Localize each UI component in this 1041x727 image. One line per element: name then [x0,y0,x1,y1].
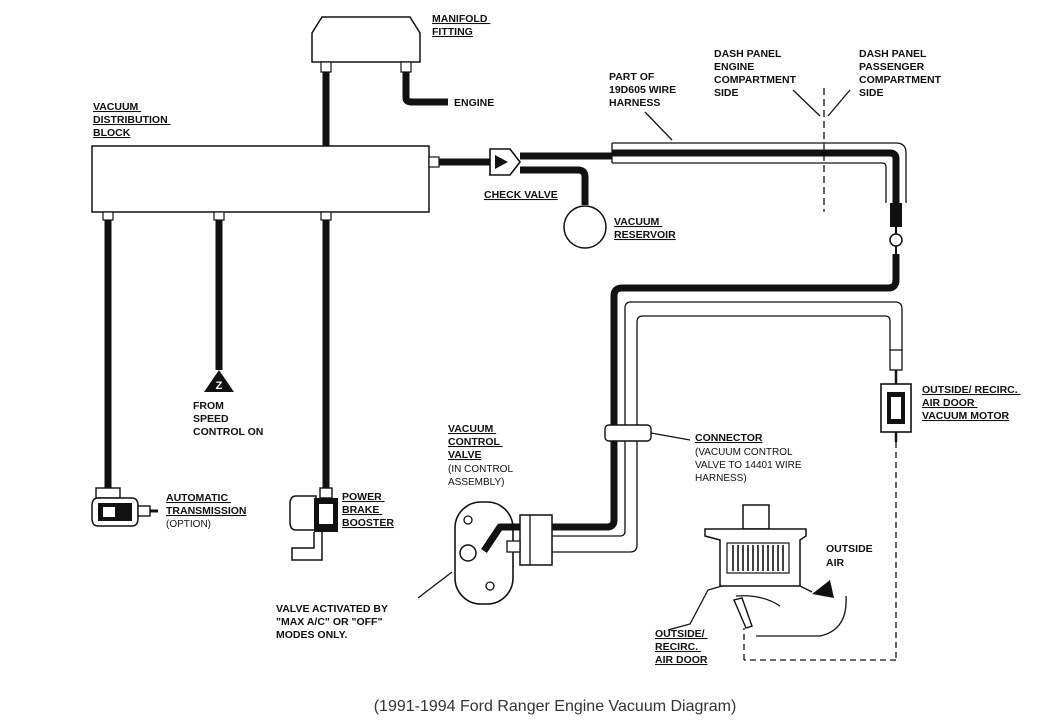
from-speed-control-label: FROM SPEED CONTROL ON [193,400,263,438]
supply-hose [552,254,900,531]
diagram-caption: (1991-1994 Ford Ranger Engine Vacuum Dia… [374,698,737,715]
connector-label: CONNECTOR [695,432,763,444]
harness-connector [604,424,652,442]
air-door-vacuum-motor [743,383,912,661]
engine-label: ENGINE [454,97,494,109]
reservoir-hose [520,166,589,205]
z-marker-text: Z [216,380,223,392]
blower-housing [667,504,847,637]
dash-panel-passenger-label: DASH PANEL PASSENGER COMPARTMENT SIDE [859,48,944,99]
motor-harness [552,301,903,553]
air-door-vacuum-motor-label: OUTSIDE/ RECIRC. AIR DOOR VACUUM MOTOR [922,384,1021,422]
valve-activated-note: VALVE ACTIVATED BY "MAX A/C" OR "OFF" MO… [276,603,391,641]
power-brake-booster-label: POWER BRAKE BOOSTER [342,491,394,529]
part-of-harness-label: PART OF 19D605 WIRE HARNESS [609,71,679,109]
check-valve [428,148,612,176]
power-brake-booster [289,487,338,561]
z-marker: Z [204,370,234,392]
vacuum-reservoir-label: VACUUM RESERVOIR [614,216,676,241]
vacuum-control-valve [454,501,553,605]
manifold-fitting-label: MANIFOLD FITTING [432,13,490,38]
outside-recirc-door-label: OUTSIDE/ RECIRC. AIR DOOR [655,628,708,666]
connector-note: (VACUUM CONTROL VALVE TO 14401 WIRE HARN… [695,447,804,484]
dash-panel-engine-label: DASH PANEL ENGINE COMPARTMENT SIDE [714,48,799,99]
outside-air-label: OUTSIDE AIR [826,543,876,569]
manifold-fitting [311,16,448,146]
wire-harness-section [611,142,907,226]
vacuum-control-valve-label: VACUUM CONTROL VALVE [448,423,503,461]
vacuum-reservoir [563,205,607,249]
vacuum-control-valve-note: (IN CONTROL ASSEMBLY) [448,464,515,488]
check-valve-label: CHECK VALVE [484,189,558,201]
automatic-transmission-note: (OPTION) [166,519,211,530]
vacuum-distribution-block-label: VACUUM DISTRIBUTION BLOCK [93,101,171,139]
automatic-transmission-modulator [91,487,158,527]
vacuum-distribution-block [91,145,430,213]
automatic-transmission-label: AUTOMATIC TRANSMISSION [166,492,247,517]
inline-coupler [889,203,903,254]
